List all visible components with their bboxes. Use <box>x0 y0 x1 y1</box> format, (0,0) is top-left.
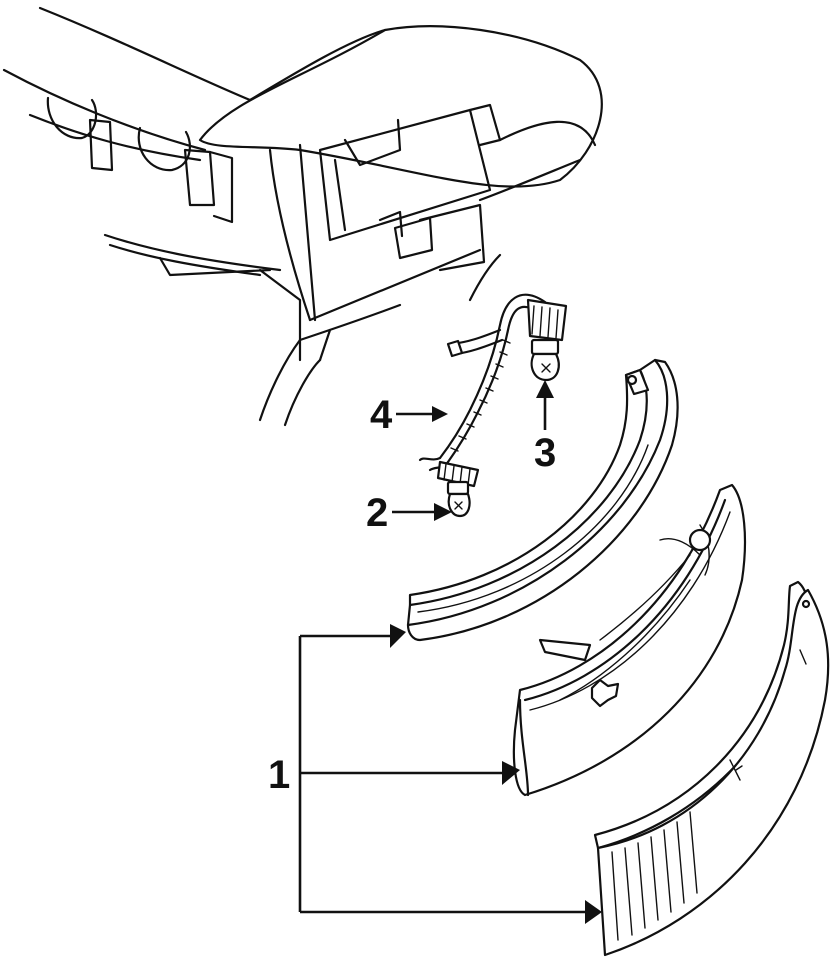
callout-2-label: 2 <box>366 491 388 535</box>
vehicle-front-corner <box>2 6 603 427</box>
callout-4-leader <box>396 406 448 422</box>
bulb-part-3 <box>530 338 560 382</box>
callout-1-label: 1 <box>268 753 290 797</box>
callout-4-label: 4 <box>370 393 393 437</box>
arrow-1-lens <box>585 900 602 924</box>
bulb-part-2 <box>436 460 480 518</box>
lamp-lens-part-1 <box>593 580 830 957</box>
lamp-gasket-part-1 <box>406 358 679 642</box>
callout-2-leader <box>392 503 452 521</box>
arrow-1-gasket <box>390 624 406 648</box>
callout-3-label: 3 <box>534 431 556 475</box>
callout-1-leaders <box>298 624 602 924</box>
lamp-housing-part-1 <box>512 483 747 797</box>
arrow-1-housing <box>502 761 520 785</box>
callout-3-leader <box>536 380 554 430</box>
